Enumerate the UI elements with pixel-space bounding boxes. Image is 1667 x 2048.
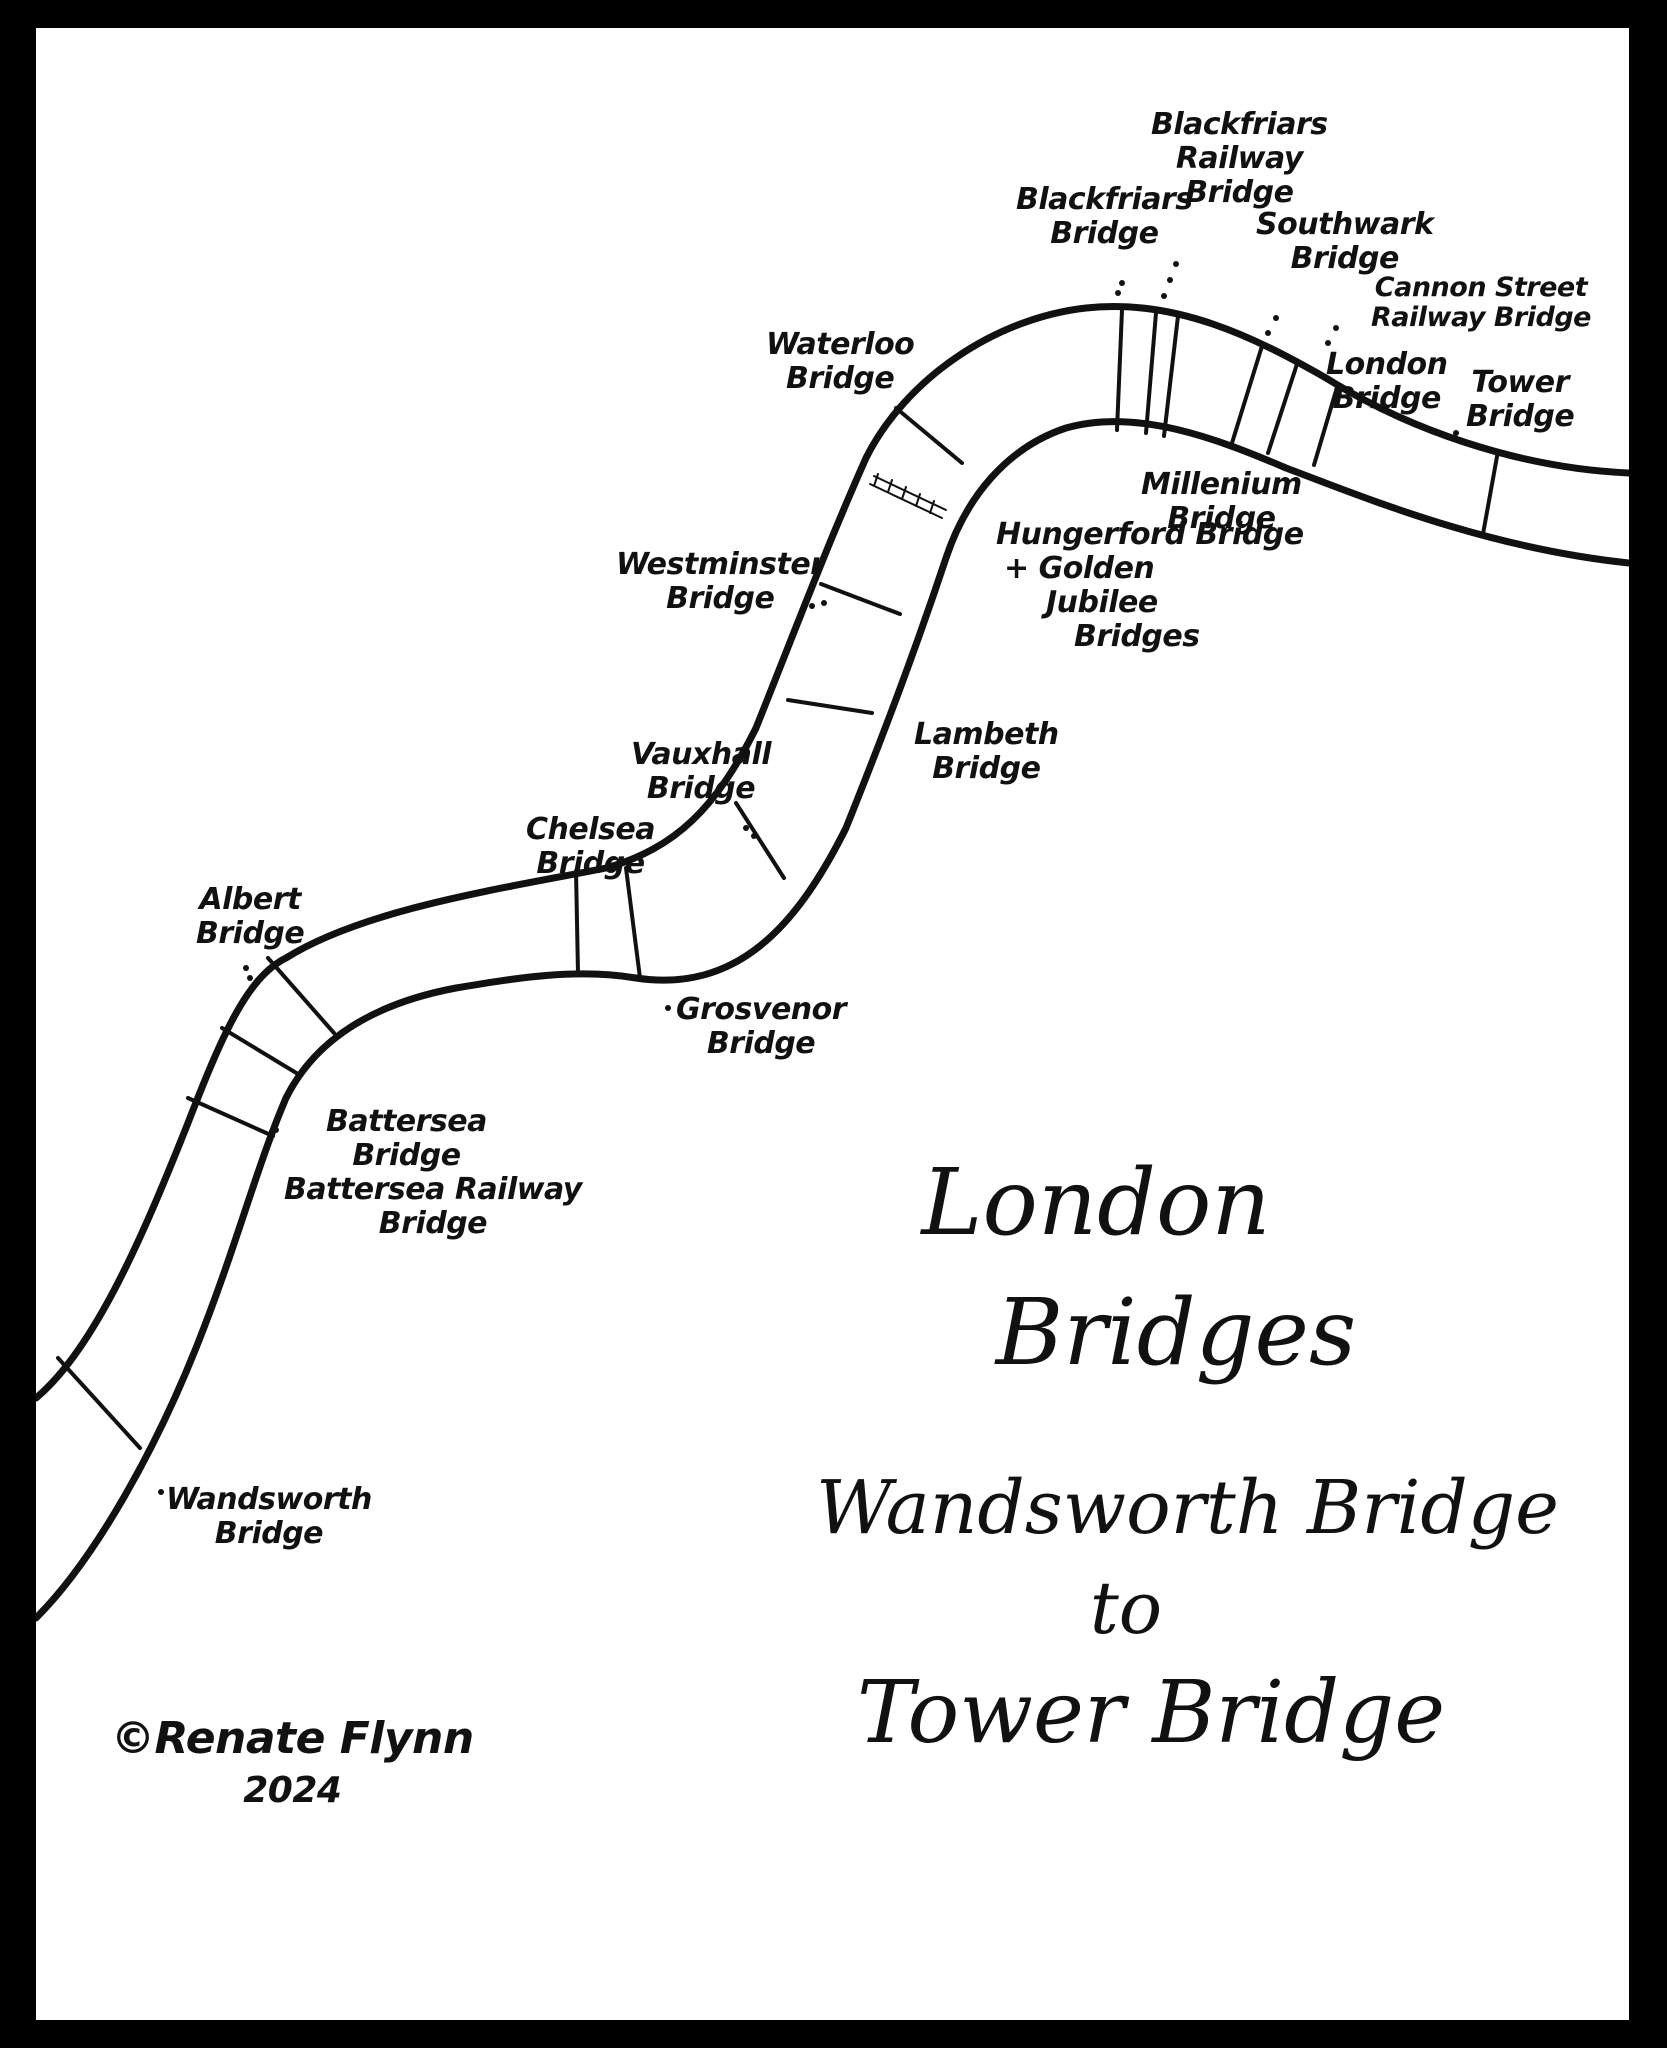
bridge-line-london [1312, 382, 1340, 467]
bridge-line-vauxhall [734, 801, 786, 880]
title-line-4: to [1089, 1566, 1163, 1650]
bridge-line-grosvenor [624, 866, 642, 980]
bridge-line-battersea-railway [186, 1096, 275, 1138]
bridge-line-millenium [1162, 314, 1180, 438]
bridge-line-wandsworth [56, 1356, 142, 1450]
bridge-line-cannon-street [1266, 359, 1300, 455]
label-hungerford-golden-jubilee-bridges: Hungerford Bridge + Golden Jubilee Bridg… [996, 517, 1304, 654]
title-line-3: Wandsworth Bridge [816, 1465, 1559, 1551]
river-north-bank [36, 302, 1629, 1402]
bridge-line-albert [266, 956, 336, 1035]
bridge-line-blackfriars [1115, 308, 1124, 432]
title-line-2: Bridges [995, 1279, 1357, 1386]
label-leader-dots [158, 261, 1459, 1495]
title-line-5: Tower Bridge [856, 1663, 1446, 1763]
bridge-line-southwark [1230, 344, 1264, 445]
bridge-line-lambeth [786, 698, 874, 715]
bridge-line-tower [1481, 449, 1500, 536]
bridge-line-blackfriars-railway [1144, 311, 1158, 435]
river-south-bank [36, 418, 1629, 1622]
bridge-line-chelsea-a [574, 869, 580, 975]
bridge-line-hungerford [869, 473, 947, 519]
title-line-1: London [921, 1149, 1271, 1256]
thames-river-map [36, 261, 1629, 1622]
map-title: London Bridges Wandsworth Bridge to Towe… [816, 1138, 1559, 1778]
bridge-line-westminster [819, 582, 902, 616]
bridge-lines [56, 308, 1500, 1450]
bridge-line-waterloo [894, 406, 964, 465]
bridge-line-battersea [220, 1026, 300, 1076]
copyright-credit: ©Renate Flynn 2024 [111, 1713, 474, 1811]
